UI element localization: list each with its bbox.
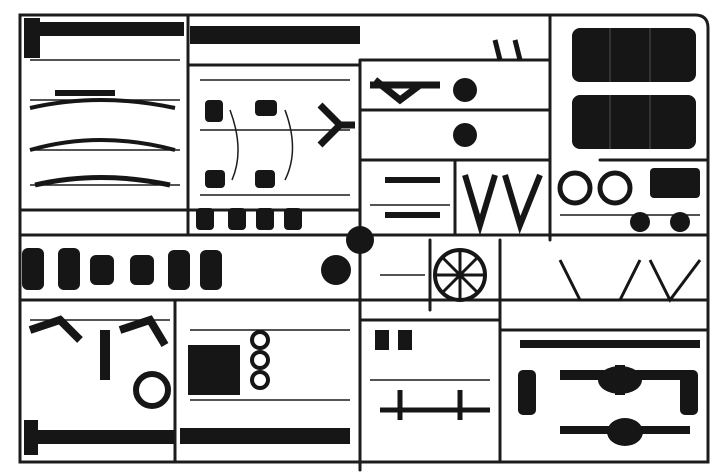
axle-and-driveshaft xyxy=(518,340,700,446)
wheels-and-discs xyxy=(133,78,690,409)
shock-absorbers xyxy=(205,100,294,188)
leaf-springs xyxy=(29,90,176,188)
battery-box-and-brackets xyxy=(28,77,700,395)
fuel-tanks xyxy=(572,28,696,149)
air-tanks-row xyxy=(22,208,302,290)
chassis-rail-top xyxy=(24,18,360,58)
chassis-rail-bottom xyxy=(24,420,350,455)
misc-linkages xyxy=(317,39,702,420)
